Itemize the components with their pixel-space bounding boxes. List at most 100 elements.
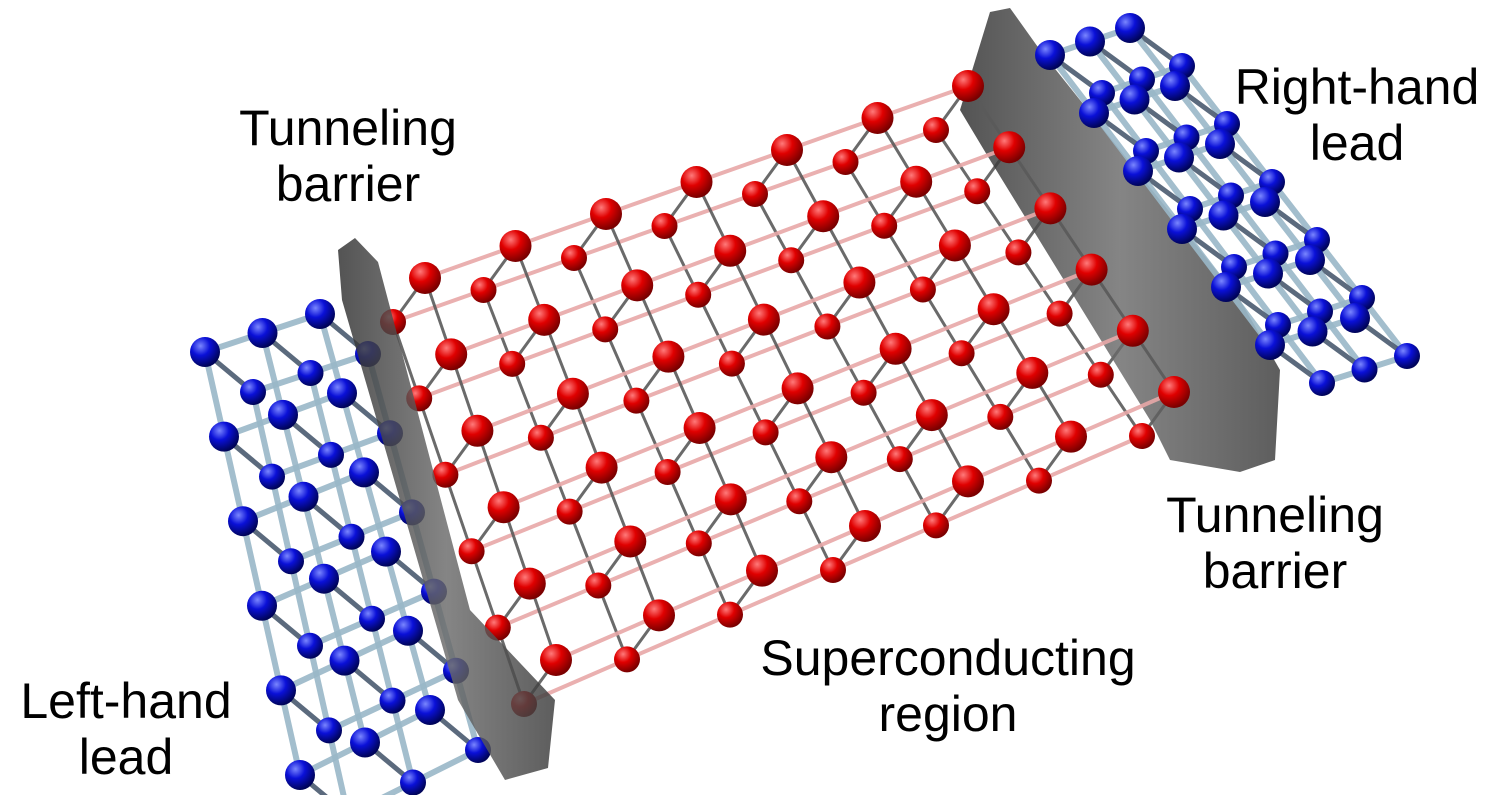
sc-bond: [568, 510, 600, 587]
label-left-hand-lead-line2: lead: [78, 729, 174, 785]
sc-bond: [991, 267, 1094, 312]
sc-bond: [728, 214, 826, 253]
sc-bond: [469, 509, 572, 554]
superconducting-site: [843, 266, 876, 299]
sc-bond: [625, 612, 732, 662]
superconducting-site: [540, 644, 572, 676]
left-lead-site: [329, 645, 360, 676]
superconducting-site: [781, 372, 814, 405]
left-lead-site: [309, 563, 339, 594]
superconducting-site: [948, 340, 975, 367]
superconducting-site: [1158, 376, 1190, 408]
sc-bond: [821, 179, 919, 219]
left-lead-site: [266, 675, 296, 706]
right-lead-site: [1250, 187, 1280, 217]
label-right-hand-lead-line1: Right-hand: [1234, 59, 1480, 115]
sc-bond: [753, 160, 848, 196]
sc-bond: [527, 539, 633, 586]
superconducting-site: [643, 599, 675, 632]
sc-bond: [495, 583, 601, 630]
sc-bond: [1037, 434, 1144, 483]
superconducting-site: [786, 488, 813, 515]
superconducting-site: [1034, 192, 1067, 225]
superconducting-site: [458, 538, 485, 565]
left-lead-bond: [348, 533, 375, 622]
sc-bond: [831, 523, 938, 572]
right-lead-site: [1123, 156, 1153, 186]
left-lead-site: [268, 399, 298, 430]
superconducting-site: [513, 567, 546, 600]
right-lead-site: [1167, 214, 1197, 244]
superconducting-site: [499, 350, 526, 377]
sc-bond: [470, 549, 500, 630]
sc-bond: [729, 324, 830, 366]
superconducting-site: [832, 149, 859, 175]
sc-bond: [539, 436, 572, 514]
right-lead-site: [1164, 142, 1194, 173]
sc-bond: [443, 473, 474, 553]
left-lead-site: [371, 536, 401, 567]
left-lead-bond: [269, 473, 294, 565]
left-lead-site: [209, 421, 239, 452]
sc-bond: [697, 386, 800, 430]
left-lead-site: [400, 769, 426, 795]
superconducting-site: [561, 245, 587, 271]
superconducting-site: [909, 276, 936, 303]
left-lead-site: [318, 441, 344, 468]
superconducting-site: [614, 525, 647, 558]
superconducting-site: [1005, 239, 1032, 266]
sc-bond: [481, 256, 576, 292]
sc-bond: [861, 351, 964, 395]
label-tunneling-barrier-right-line2: barrier: [1202, 543, 1348, 599]
superconducting-site: [714, 483, 747, 516]
superconducting-site: [651, 213, 678, 239]
superconducting-site: [977, 293, 1010, 326]
superconducting-site: [746, 554, 778, 587]
right-lead-site: [1211, 272, 1241, 302]
superconducting-site: [718, 350, 745, 377]
sc-bond: [665, 430, 768, 474]
right-lead-site: [1079, 98, 1109, 128]
sc-bond: [510, 362, 543, 440]
superconducting-site: [685, 530, 712, 557]
right-lead-site: [1035, 40, 1065, 70]
sc-bond: [761, 280, 862, 322]
sc-bond: [795, 346, 898, 391]
superconducting-site: [654, 459, 681, 485]
left-lead-site: [393, 615, 423, 646]
left-lead-site: [259, 463, 285, 490]
superconducting-site: [850, 379, 877, 406]
sc-bond: [696, 499, 802, 546]
left-lead-site: [350, 727, 380, 758]
superconducting-site: [614, 646, 640, 673]
superconducting-site: [499, 230, 532, 262]
sc-bond: [475, 391, 575, 433]
superconducting-site: [585, 451, 618, 484]
sc-bond: [657, 568, 764, 618]
sc-bond: [635, 248, 733, 288]
right-lead-site: [1075, 26, 1105, 57]
right-lead-site: [1205, 129, 1235, 159]
label-right-hand-lead: Right-hand lead: [1222, 59, 1492, 171]
sc-bond: [934, 478, 1041, 528]
superconducting-site: [752, 419, 779, 446]
left-lead-bond: [326, 727, 347, 795]
sc-bond: [666, 317, 766, 359]
sc-bond: [542, 283, 640, 322]
superconducting-site: [987, 403, 1014, 430]
superconducting-site: [1016, 356, 1049, 389]
sc-bond: [829, 413, 934, 460]
superconducting-site: [556, 498, 583, 525]
superconducting-site: [652, 340, 685, 373]
sc-bond: [443, 435, 543, 477]
superconducting-site: [807, 200, 840, 233]
label-tunneling-barrier-right-line1: Tunneling: [1166, 487, 1384, 543]
superconducting-site: [1075, 253, 1108, 286]
sc-bond: [929, 370, 1035, 418]
superconducting-site: [900, 165, 933, 198]
sc-bond: [728, 455, 834, 502]
superconducting-site: [964, 178, 991, 205]
superconducting-site: [527, 424, 554, 451]
right-lead-site: [1309, 370, 1335, 396]
sc-bond: [1069, 390, 1176, 439]
